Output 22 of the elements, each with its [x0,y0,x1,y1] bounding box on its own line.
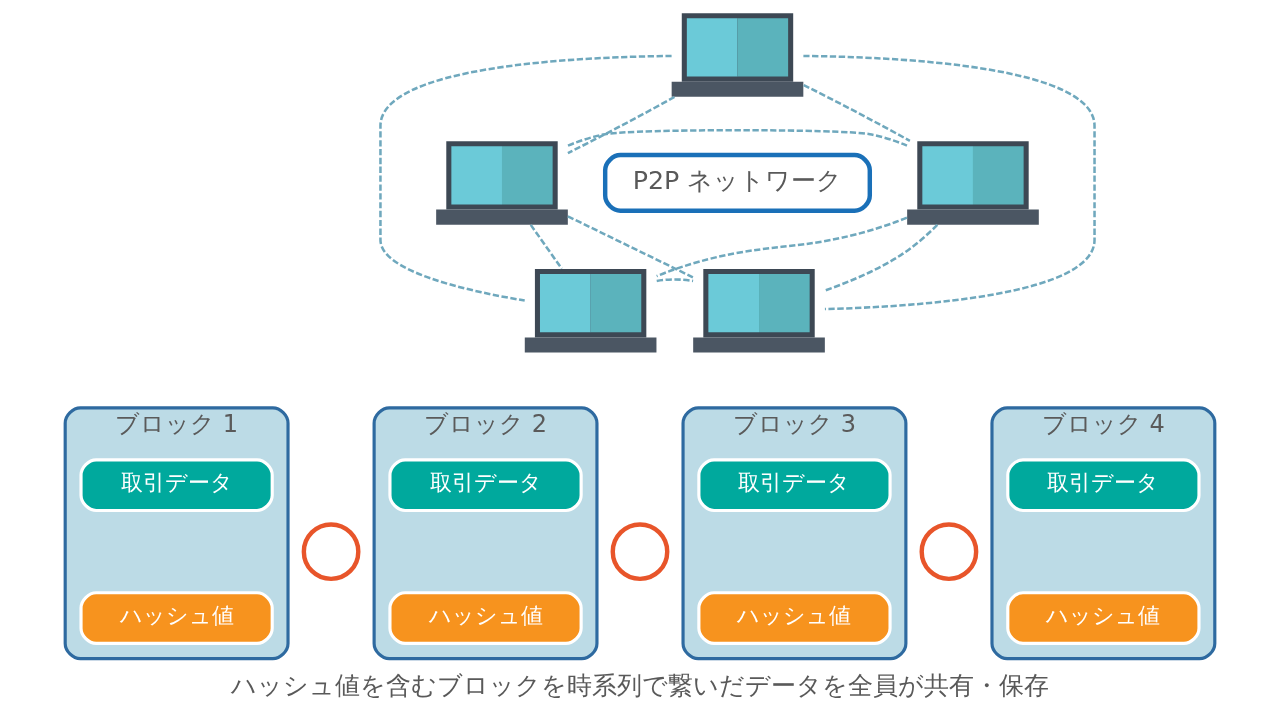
node-circle [919,522,979,582]
node-box: ハッシュ値 [697,591,892,645]
connector [656,278,694,283]
node-circle [301,522,361,582]
node-box: 取引データ [79,458,274,513]
caption: ハッシュ値を含むブロックを時系列で繋いだデータを全員が共有・保存 [231,670,1049,701]
node-box: ハッシュ値 [79,591,274,645]
connector [803,54,1096,311]
connector [567,128,908,147]
node-box: 取引データ [697,458,892,513]
connector [824,224,939,292]
connector [567,95,676,155]
connector [529,224,563,270]
connector [379,54,672,302]
node-box: ハッシュ値 [388,591,583,645]
node-circle [610,522,670,582]
node-box: 取引データ [1006,458,1201,513]
connector [803,83,911,143]
node-box: 取引データ [388,458,583,513]
node-box: P2P ネットワーク [602,152,872,213]
connector [656,216,908,278]
node-box: ハッシュ値 [1006,591,1201,645]
